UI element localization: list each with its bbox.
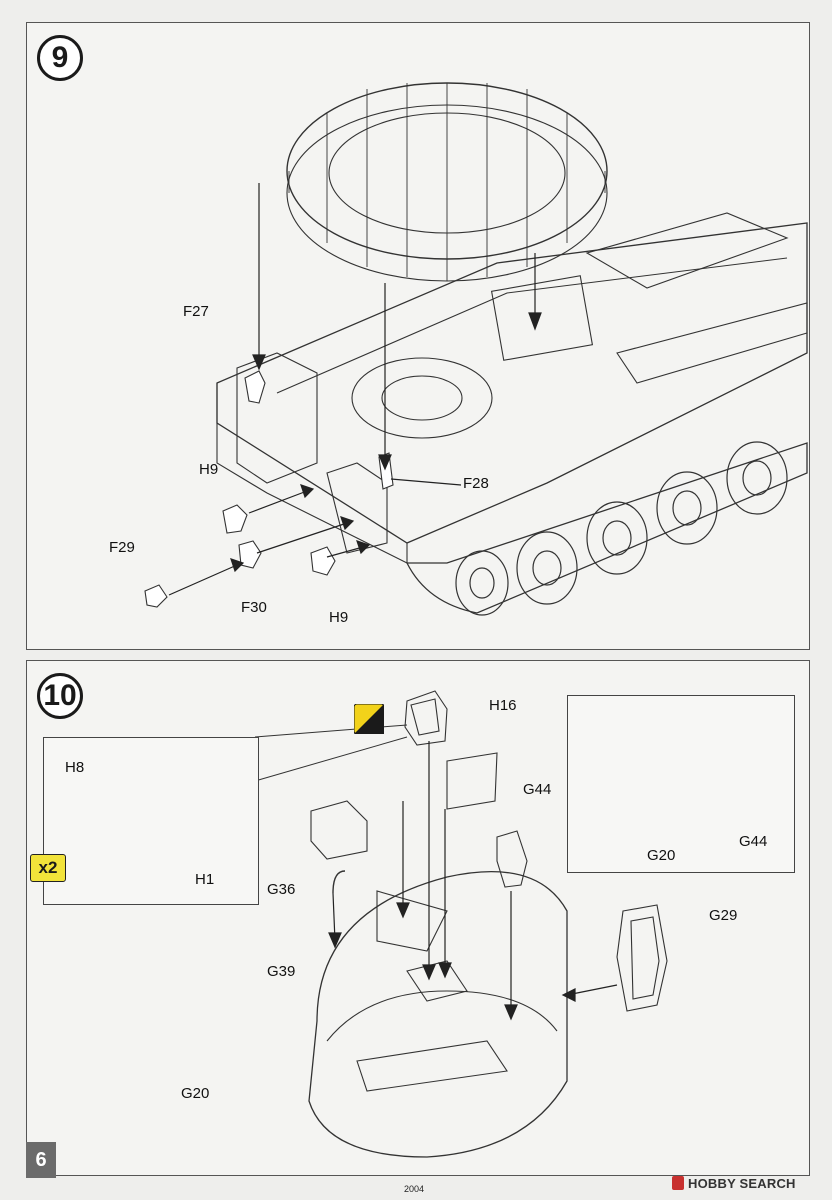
label-h8: H8	[65, 759, 85, 776]
hobbysearch-logo-icon	[672, 1176, 684, 1190]
step-9-panel: 9	[26, 22, 810, 650]
inset-cross-section	[567, 695, 795, 873]
step-number-10: 10	[37, 673, 83, 719]
label-f27: F27	[183, 303, 209, 320]
quantity-badge-x2: x2	[30, 854, 66, 882]
label-f30: F30	[241, 599, 267, 616]
inset-h8-h1	[43, 737, 259, 905]
label-h9-lower: H9	[329, 609, 349, 626]
inset-label-g44: G44	[739, 833, 768, 850]
label-g39: G39	[267, 963, 296, 980]
label-f29: F29	[109, 539, 135, 556]
label-h9-upper: H9	[199, 461, 219, 478]
label-g20: G20	[181, 1085, 210, 1102]
label-g44: G44	[523, 781, 552, 798]
vehicle-hull-drawing	[144, 82, 808, 616]
label-g36: G36	[267, 881, 296, 898]
label-f28: F28	[463, 475, 489, 492]
label-g29: G29	[709, 907, 738, 924]
inset-label-g20: G20	[647, 847, 676, 864]
paint-color-swatch-icon	[354, 704, 384, 734]
page-code: 2004	[404, 1184, 425, 1194]
page-number: 6	[26, 1142, 56, 1178]
label-h16: H16	[489, 697, 517, 714]
step-number-9: 9	[37, 35, 83, 81]
watermark-brand: HOBBY SEARCH	[688, 1176, 796, 1191]
step-10-panel: 10	[26, 660, 810, 1176]
label-h1: H1	[195, 871, 215, 888]
